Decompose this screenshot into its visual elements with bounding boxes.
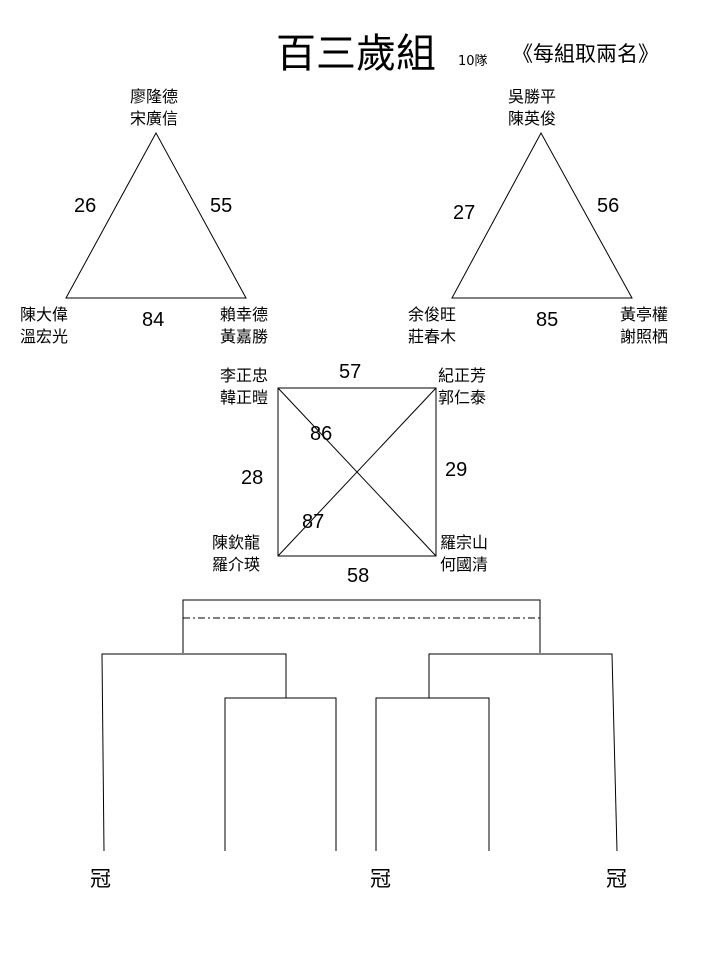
champion-label-left: 冠 [90, 867, 111, 891]
group-b-top-player-2: 陳英俊 [508, 109, 556, 128]
bracket-right-inner [375, 697, 490, 851]
bracket-left-inner [224, 697, 337, 851]
group-a-triangle [65, 131, 247, 299]
group-b-match-right: 56 [597, 195, 619, 217]
group-c-match-left: 28 [241, 467, 263, 489]
group-a-match-bottom: 84 [142, 309, 164, 331]
team-count: 10隊 [458, 53, 488, 69]
group-c-match-diagonal-a: 86 [310, 423, 332, 445]
group-c-bottom-left-player-1: 陳欽龍 [212, 533, 260, 552]
bracket-left-branch [101, 653, 287, 852]
group-c-diagonal-b [277, 387, 437, 557]
bracket-right-branch [428, 653, 618, 852]
group-a-match-right: 55 [210, 195, 232, 217]
group-c-top-left-player-2: 韓正暟 [220, 388, 268, 407]
group-c-match-bottom: 58 [347, 565, 369, 587]
group-b-left-player-2: 莊春木 [408, 327, 456, 346]
group-b-match-left: 27 [453, 202, 475, 224]
group-c-bottom-left-player-2: 羅介瑛 [212, 555, 260, 574]
group-c-top-right-player-2: 郭仁泰 [438, 388, 486, 407]
group-b-left-player-1: 余俊旺 [408, 305, 456, 324]
group-c: 李正忠 韓正暟 紀正芳 郭仁泰 陳欽龍 羅介瑛 羅宗山 何國清 57 28 29… [212, 361, 488, 587]
group-b-top-player-1: 吳勝平 [508, 87, 556, 106]
group-b-right-player-1: 黃亭權 [620, 305, 668, 324]
group-a-left-player-2: 溫宏光 [20, 327, 68, 346]
group-c-match-top: 57 [339, 361, 361, 383]
group-a-match-left: 26 [74, 195, 96, 217]
group-a-right-player-1: 賴幸德 [220, 305, 268, 324]
group-a: 廖隆德 宋廣信 陳大偉 溫宏光 賴幸德 黃嘉勝 26 55 84 [20, 87, 268, 346]
group-c-square [277, 387, 437, 557]
bracket-top-frame [182, 599, 541, 653]
group-a-top-player-1: 廖隆德 [130, 87, 178, 106]
group-c-top-right-player-1: 紀正芳 [438, 366, 486, 385]
group-b-triangle [451, 131, 633, 299]
champion-label-center: 冠 [370, 867, 391, 891]
group-a-left-player-1: 陳大偉 [20, 305, 68, 324]
knockout-bracket [101, 599, 618, 852]
header: 百三歲組 10隊 《每組取兩名》 [276, 31, 659, 77]
qualification-rule: 《每組取兩名》 [512, 42, 659, 66]
group-a-top-player-2: 宋廣信 [130, 109, 178, 128]
group-c-match-diagonal-b: 87 [302, 511, 324, 533]
group-b-match-bottom: 85 [536, 309, 558, 331]
group-c-top-left-player-1: 李正忠 [220, 366, 268, 385]
page-title: 百三歲組 [276, 31, 436, 77]
group-b-right-player-2: 謝照栖 [620, 327, 668, 346]
champion-label-right: 冠 [606, 867, 627, 891]
group-c-bottom-right-player-1: 羅宗山 [440, 533, 488, 552]
group-a-right-player-2: 黃嘉勝 [220, 327, 268, 346]
group-c-match-right: 29 [445, 459, 467, 481]
group-b: 吳勝平 陳英俊 余俊旺 莊春木 黃亭權 謝照栖 27 56 85 [408, 87, 668, 346]
group-c-bottom-right-player-2: 何國清 [440, 555, 488, 574]
